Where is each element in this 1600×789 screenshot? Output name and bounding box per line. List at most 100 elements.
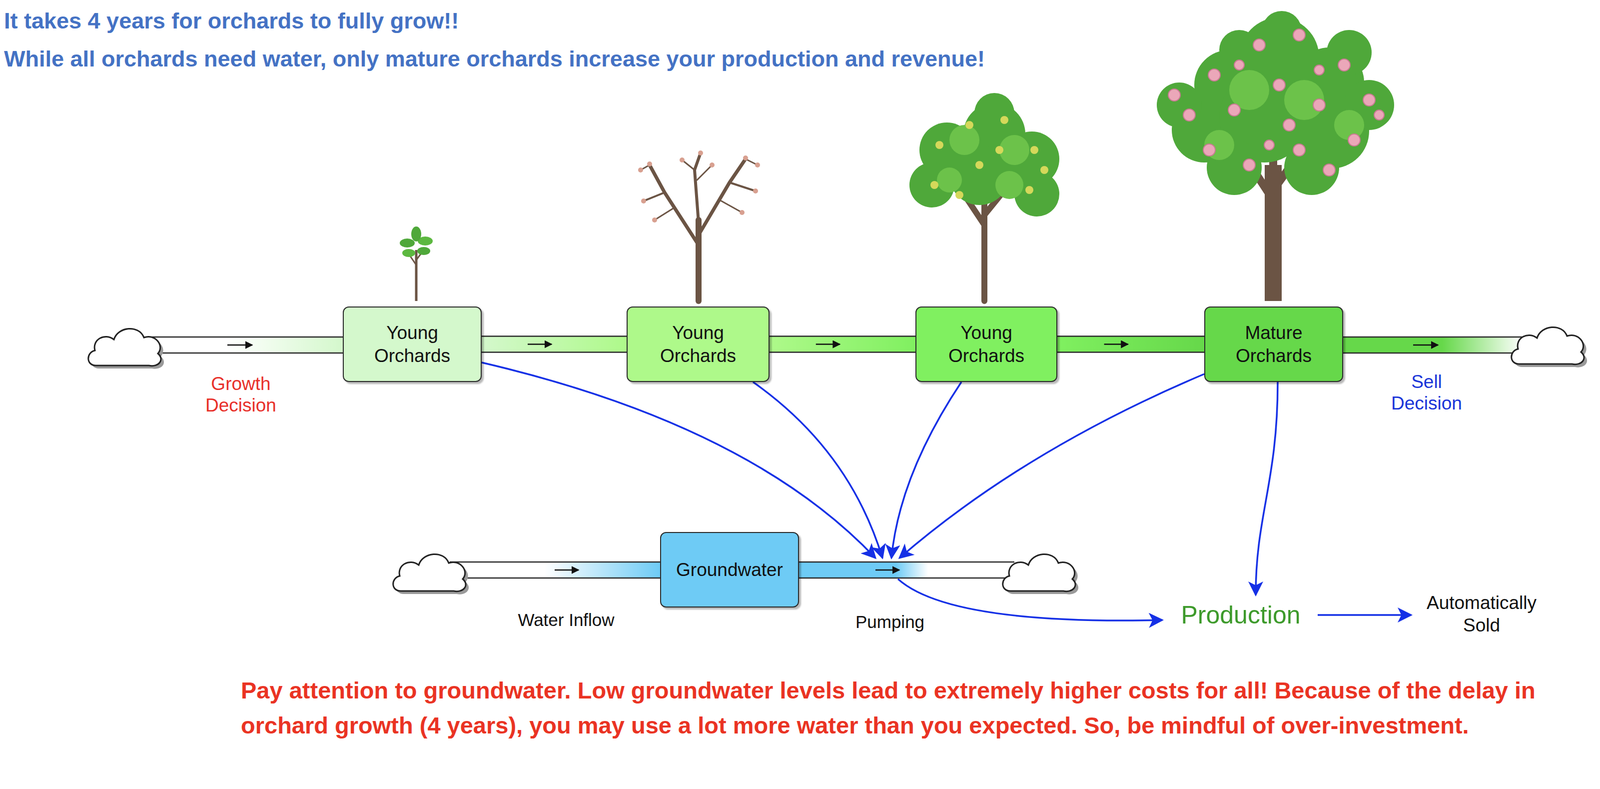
water-inflow-pipe [449, 561, 661, 563]
bare-tree-icon [679, 157, 685, 163]
mature-tree-icon [1228, 103, 1241, 116]
flow-label: Growth Decision [190, 373, 291, 416]
pumping-pipe [799, 561, 1015, 578]
water-inflow-pipe [449, 561, 661, 578]
young-tree-icon [1040, 165, 1049, 174]
sapling-icon [417, 246, 431, 255]
sapling-icon [402, 248, 416, 257]
bare-tree-icon [652, 217, 658, 223]
water-inflow-pipe [554, 569, 579, 571]
mature-tree-icon [1156, 82, 1202, 128]
sink-cloud [1002, 553, 1079, 594]
source-cloud [88, 328, 161, 366]
node-text: Young Orchards [922, 321, 1051, 367]
flow-pipe [815, 343, 840, 345]
water-use-arrow [899, 373, 1205, 558]
sapling-icon [399, 226, 433, 301]
node-text: Young Orchards [633, 321, 763, 367]
young-tree-icon [1000, 115, 1009, 124]
mature-tree-icon [1156, 10, 1395, 195]
inflow-pipe [149, 336, 343, 353]
pumping-to-production-arrow [897, 578, 1163, 621]
stock-box: Young Orchards [626, 306, 770, 382]
pumping-pipe [799, 577, 1015, 579]
young-tree-icon [995, 170, 1024, 199]
variable-label: Production [1165, 596, 1316, 633]
outflow-pipe [1343, 336, 1524, 338]
sapling-icon [411, 226, 422, 242]
flow-pipe [481, 351, 627, 353]
young-tree-icon [974, 92, 1015, 133]
mature-tree-icon [1334, 109, 1365, 140]
mature-tree-icon [1203, 143, 1216, 156]
flow-pipe [1057, 335, 1205, 337]
inflow-pipe [149, 336, 343, 338]
flow-label: Water Inflow [517, 609, 615, 630]
bare-tree-icon [654, 207, 675, 220]
flow-pipe [769, 335, 916, 337]
flow-pipe [1104, 343, 1129, 345]
causal-arrow [1317, 613, 1412, 616]
node-text: Young Orchards [349, 321, 475, 367]
young-tree-icon [1025, 185, 1034, 194]
subtitle: While all orchards need water, only matu… [3, 45, 985, 72]
source-cloud [88, 328, 164, 369]
young-tree-icon [909, 92, 1060, 217]
source-cloud [393, 553, 469, 594]
flow-pipe [481, 336, 627, 353]
mature-tree-icon [1323, 163, 1336, 176]
water-inflow-pipe [449, 577, 661, 579]
flow-pipe [769, 351, 916, 353]
bare-tree-icon [719, 199, 743, 213]
mature-tree-icon [1183, 108, 1196, 121]
inflow-pipe [149, 336, 343, 353]
sink-cloud [1002, 553, 1076, 591]
node-text: Groundwater [676, 558, 784, 581]
bare-tree-icon [753, 188, 759, 194]
mature-tree-icon [1253, 38, 1266, 51]
sapling-icon [399, 238, 415, 248]
mature-tree-icon [1348, 133, 1361, 146]
mature-tree-icon [1283, 118, 1296, 131]
mature-tree-icon [1264, 139, 1275, 150]
bare-tree-icon [698, 150, 704, 156]
flow-pipe [1057, 351, 1205, 353]
node-text: Automatically Sold [1420, 591, 1544, 637]
bare-tree-icon [649, 164, 699, 245]
mature-tree-icon [1208, 68, 1221, 81]
mature-tree-icon [1284, 139, 1340, 195]
bare-tree-icon [638, 150, 761, 223]
bare-tree-icon [638, 167, 644, 173]
sink-cloud [1511, 326, 1585, 364]
sink-label: Automatically Sold [1414, 589, 1550, 638]
young-tree-icon [909, 92, 1060, 301]
young-tree-icon [975, 160, 984, 169]
inflow-pipe [227, 344, 253, 346]
stock-box: Mature Orchards [1204, 306, 1344, 382]
bare-tree-icon [709, 162, 715, 168]
young-tree-icon [965, 120, 974, 129]
young-tree-icon [995, 145, 1004, 154]
bare-tree-icon [729, 182, 756, 191]
water-use-arrow [891, 381, 962, 558]
outflow-pipe [1413, 344, 1439, 346]
causal-arrow [1317, 614, 1412, 616]
young-tree-icon [999, 134, 1030, 165]
bare-tree-icon [743, 155, 749, 161]
bare-tree-icon [739, 209, 745, 215]
bare-tree-icon [694, 152, 701, 223]
outflow-pipe [1343, 336, 1524, 353]
mature-tree-icon [1293, 28, 1306, 41]
mature-tree-icon [1313, 98, 1326, 111]
node-text: Production [1180, 599, 1301, 631]
flow-pipe [1057, 336, 1205, 353]
mature-tree-icon [1374, 109, 1385, 120]
pumping-pipe [799, 561, 1015, 563]
source-cloud [393, 553, 466, 591]
young-tree-icon [930, 115, 1049, 199]
bare-tree-icon [647, 161, 653, 167]
inflow-pipe [149, 352, 343, 354]
